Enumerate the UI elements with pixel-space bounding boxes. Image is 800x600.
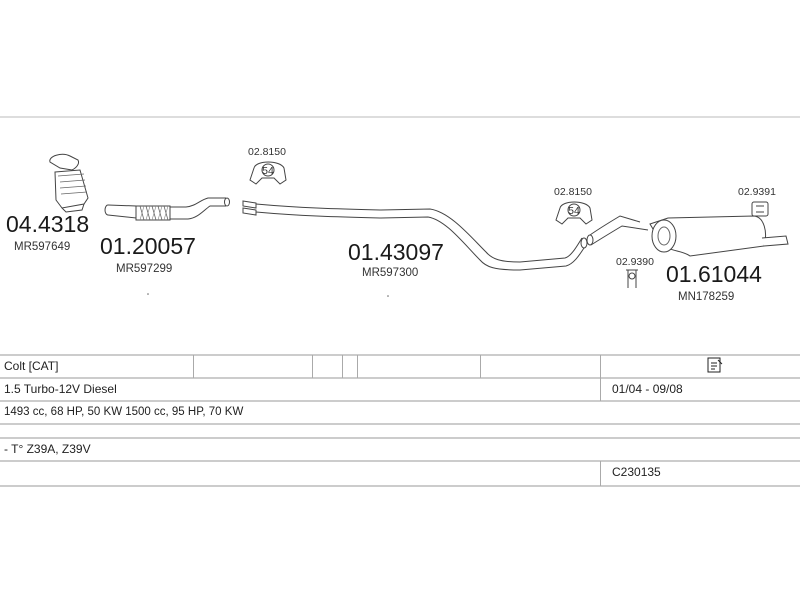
row-separator xyxy=(357,355,358,378)
row-separator xyxy=(600,355,601,401)
oem-number: MN178259 xyxy=(678,291,734,303)
accessory-code: 02.8150 xyxy=(554,186,592,198)
row-separator xyxy=(600,461,601,486)
engine-codes: - T° Z39A, Z39V xyxy=(4,442,91,456)
rubber-mount-icon xyxy=(555,201,593,225)
flex-front-pipe-icon xyxy=(104,197,230,221)
row-separator xyxy=(342,355,343,378)
row-separator xyxy=(480,355,481,378)
accessory-code: 02.9390 xyxy=(616,256,654,268)
catalog-code: C230135 xyxy=(612,465,661,479)
mount-2-badge: 54 xyxy=(568,205,580,217)
row-separator xyxy=(193,355,194,378)
part-number: 01.43097 xyxy=(348,239,444,265)
rear-muffler-icon xyxy=(586,215,789,257)
dot-marker xyxy=(147,293,149,295)
accessory-code: 02.8150 xyxy=(248,146,286,158)
document-note-icon[interactable] xyxy=(706,356,724,374)
engine-description: 1.5 Turbo-12V Diesel xyxy=(4,382,117,396)
oem-number: MR597300 xyxy=(362,267,418,279)
dot-marker xyxy=(387,295,389,297)
vehicle-model: Colt [CAT] xyxy=(4,359,59,373)
middle-pipe-icon xyxy=(242,200,588,271)
catalytic-converter-icon xyxy=(49,153,89,213)
hanger-icon xyxy=(751,201,769,217)
engine-specs: 1493 cc, 68 HP, 50 KW 1500 cc, 95 HP, 70… xyxy=(4,406,244,418)
oem-number: MR597299 xyxy=(116,263,172,275)
row-separator xyxy=(312,355,313,378)
part-number: 04.4318 xyxy=(6,211,89,237)
production-years: 01/04 - 09/08 xyxy=(612,382,683,396)
part-number: 01.20057 xyxy=(100,233,196,259)
part-number: 01.61044 xyxy=(666,261,762,287)
mount-1-badge: 54 xyxy=(262,165,274,177)
accessory-code: 02.9391 xyxy=(738,186,776,198)
oem-number: MR597649 xyxy=(14,241,70,253)
clamp-icon xyxy=(626,269,638,288)
rubber-mount-icon xyxy=(249,161,287,185)
